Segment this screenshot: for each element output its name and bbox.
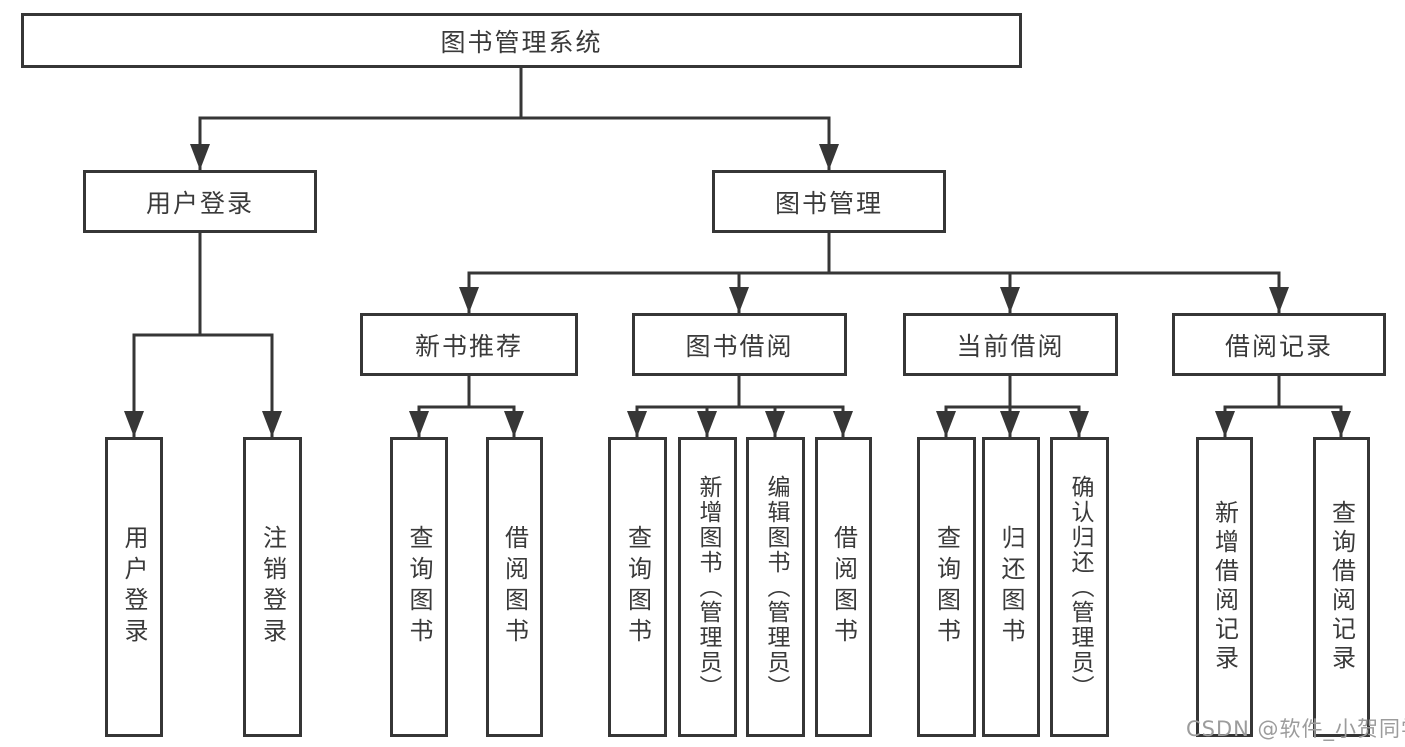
node-user-login-leaf: 用户登录 bbox=[105, 437, 163, 737]
node-library-management-system: 图书管理系统 bbox=[21, 13, 1022, 68]
node-query-books-current: 查询图书 bbox=[917, 437, 976, 737]
node-borrowing-records: 借阅记录 bbox=[1172, 313, 1386, 376]
node-book-management: 图书管理 bbox=[712, 170, 946, 233]
node-logout: 注销登录 bbox=[243, 437, 302, 737]
node-borrow-books-recommend: 借阅图书 bbox=[486, 437, 543, 737]
node-edit-book-admin: 编辑图书（管理员） bbox=[746, 437, 805, 737]
node-confirm-return-admin: 确认归还（管理员） bbox=[1050, 437, 1109, 737]
node-new-book-recommend: 新书推荐 bbox=[360, 313, 578, 376]
node-add-book-admin: 新增图书（管理员） bbox=[678, 437, 737, 737]
node-user-login: 用户登录 bbox=[83, 170, 317, 233]
node-query-books-borrow: 查询图书 bbox=[608, 437, 667, 737]
node-current-borrowing: 当前借阅 bbox=[903, 313, 1118, 376]
node-add-borrow-record: 新增借阅记录 bbox=[1196, 437, 1253, 737]
csdn-watermark: CSDN @软件_小贺同学 bbox=[1186, 717, 1405, 741]
node-query-books-recommend: 查询图书 bbox=[390, 437, 448, 737]
node-book-borrowing: 图书借阅 bbox=[632, 313, 847, 376]
node-query-borrow-record: 查询借阅记录 bbox=[1313, 437, 1370, 737]
node-return-book: 归还图书 bbox=[982, 437, 1040, 737]
node-borrow-books: 借阅图书 bbox=[815, 437, 872, 737]
